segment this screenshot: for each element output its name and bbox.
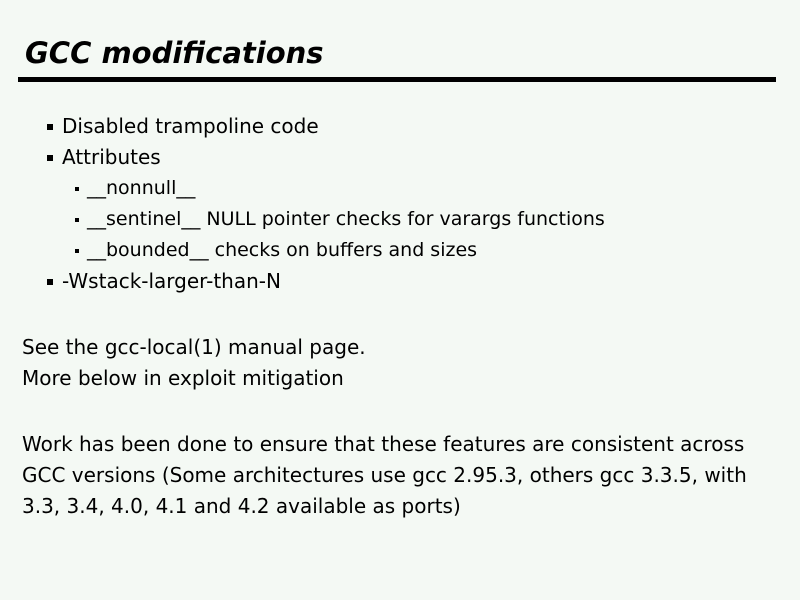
square-bullet-icon [47,155,53,161]
paragraph-line: More below in exploit mitigation [22,366,344,390]
slide-title: GCC modifications [25,36,324,70]
list-item-label: __nonnull__ [87,177,196,199]
paragraph-manual-note: See the gcc-local(1) manual page. More b… [22,332,366,394]
title-underline-rule [18,77,776,82]
list-item-label: -Wstack-larger-than-N [62,269,281,293]
list-item-label: Disabled trampoline code [62,114,319,138]
square-bullet-icon [47,124,53,130]
paragraph-line: GCC versions (Some architectures use gcc… [22,463,747,487]
list-item: __nonnull__ [0,173,800,204]
list-item: -Wstack-larger-than-N [0,266,800,297]
square-bullet-icon [47,279,53,285]
square-bullet-icon [75,249,79,253]
square-bullet-icon [75,218,79,222]
list-item: Disabled trampoline code [0,111,800,142]
list-item: Attributes [0,142,800,173]
list-item: __sentinel__ NULL pointer checks for var… [0,204,800,235]
list-item-label: __bounded__ checks on buffers and sizes [87,239,478,261]
paragraph-line: See the gcc-local(1) manual page. [22,335,366,359]
paragraph-line: 3.3, 3.4, 4.0, 4.1 and 4.2 available as … [22,494,461,518]
paragraph-line: Work has been done to ensure that these … [22,432,745,456]
list-item: __bounded__ checks on buffers and sizes [0,235,800,266]
list-item-label: __sentinel__ NULL pointer checks for var… [87,208,605,230]
list-item-label: Attributes [62,145,161,169]
paragraph-gcc-versions: Work has been done to ensure that these … [22,429,747,522]
bullet-list: Disabled trampoline code Attributes __no… [0,111,800,297]
square-bullet-icon [75,187,79,191]
